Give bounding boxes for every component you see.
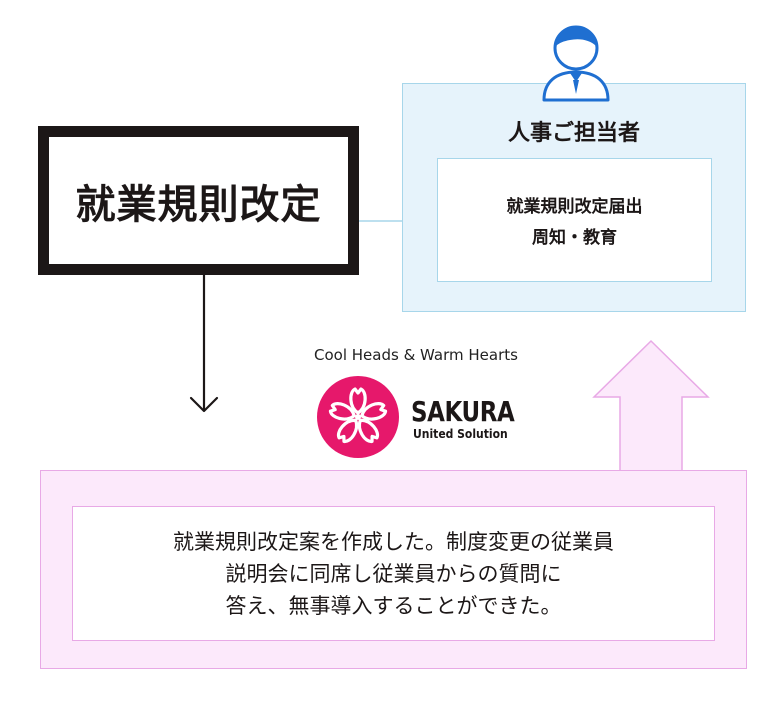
result-text-line: 就業規則改定案を作成した。制度変更の従業員 (173, 529, 614, 554)
hr-tasks-box: 就業規則改定届出 周知・教育 (437, 158, 712, 282)
result-text-line: 説明会に同席し従業員からの質問に (225, 561, 562, 586)
hr-panel-title: 人事ご担当者 (507, 121, 640, 146)
brand-subname: United Solution (413, 427, 508, 441)
main-box: 就業規則改定 (38, 126, 359, 275)
main-box-title: 就業規則改定 (75, 181, 322, 228)
result-text-box: 就業規則改定案を作成した。制度変更の従業員 説明会に同席し従業員からの質問に 答… (72, 506, 715, 641)
result-panel: 就業規則改定案を作成した。制度変更の従業員 説明会に同席し従業員からの質問に 答… (40, 470, 747, 669)
hr-panel: 人事ご担当者 就業規則改定届出 周知・教育 (402, 83, 746, 312)
up-arrow-shape (592, 339, 710, 473)
down-arrow-head (189, 396, 219, 413)
person-icon (542, 25, 610, 102)
hr-task-line: 周知・教育 (532, 228, 617, 248)
person-icon-tie (570, 73, 582, 94)
brand-tagline: Cool Heads & Warm Hearts (314, 346, 518, 364)
person-icon-hair (556, 27, 596, 46)
brand-name: SAKURA (411, 395, 515, 428)
sakura-flower-icon (317, 376, 399, 458)
hr-task-line: 就業規則改定届出 (506, 197, 643, 217)
result-text-line: 答え、無事導入することができた。 (225, 593, 562, 618)
